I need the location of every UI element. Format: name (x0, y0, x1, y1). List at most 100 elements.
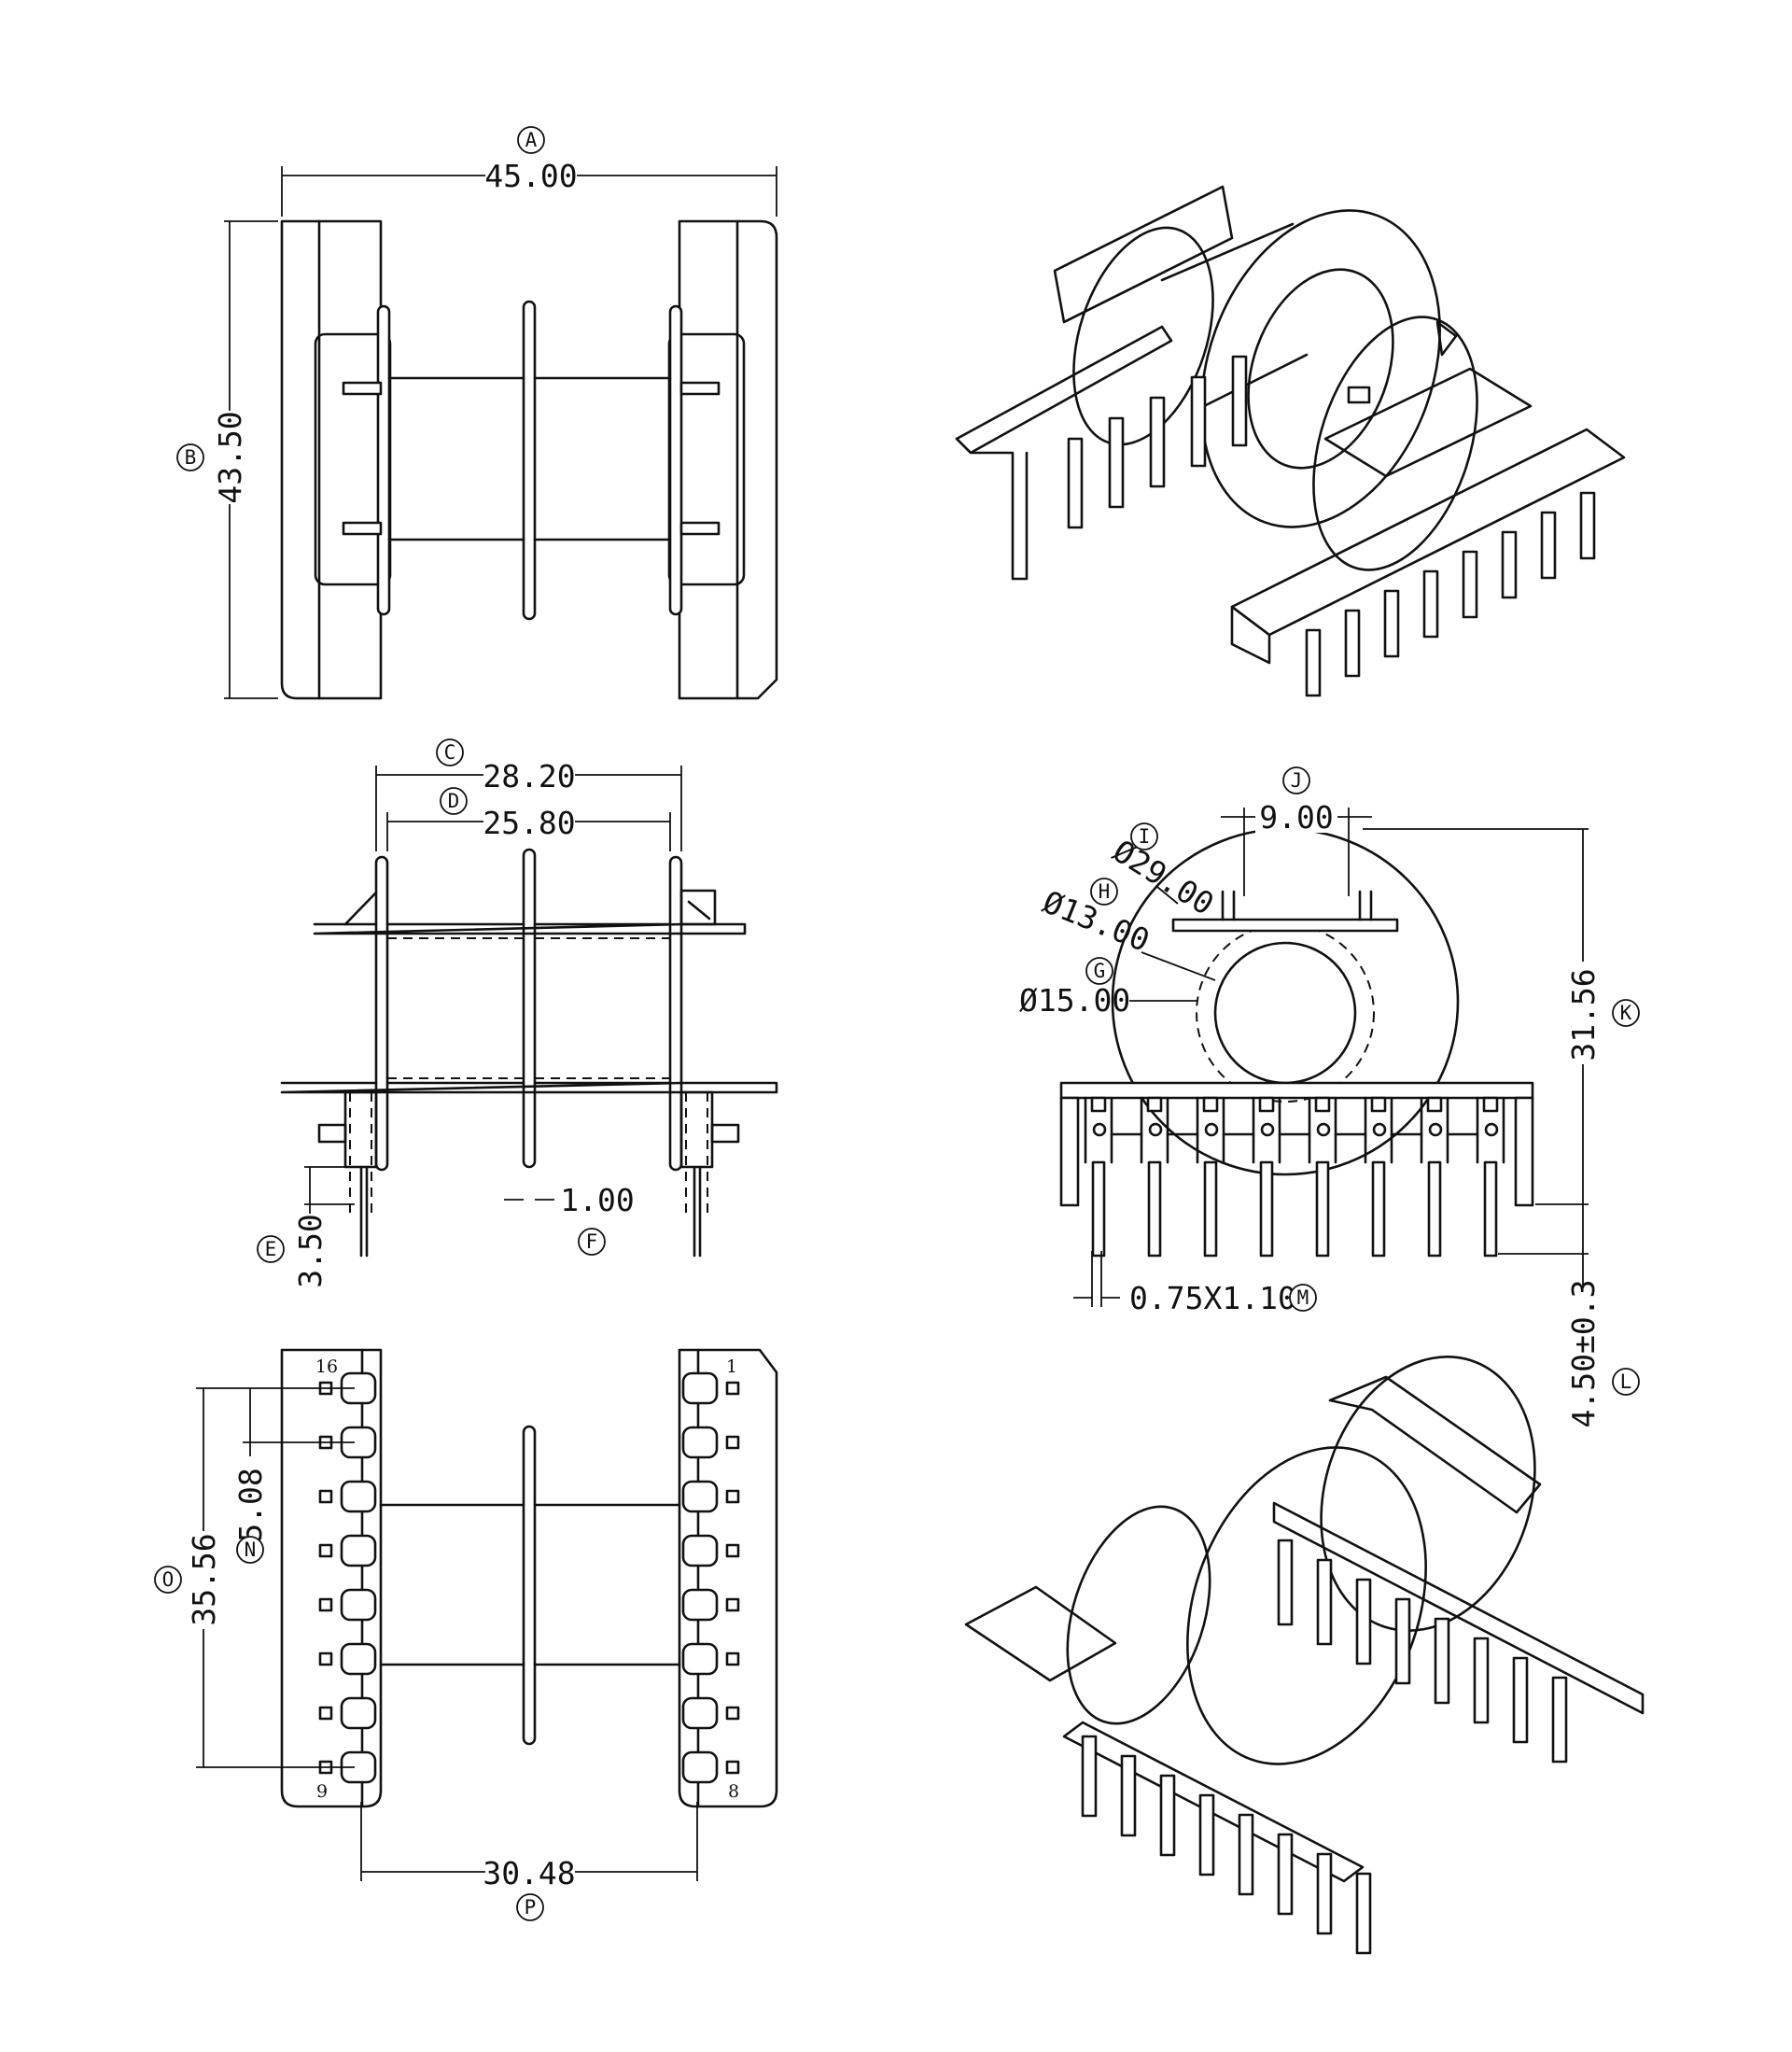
pin-hole (318, 1706, 333, 1721)
pin-hole (1372, 1122, 1387, 1137)
iso-pin (1067, 437, 1084, 529)
top-view: 45.00 A 43.50 B (176, 126, 778, 700)
dim-i-value: Ø29.00 (1107, 833, 1221, 922)
iso-pin (1579, 491, 1596, 560)
callout-k: K (1620, 1002, 1632, 1024)
pin-pad (340, 1642, 377, 1676)
pin-pad (681, 1480, 719, 1513)
pin-pad (340, 1696, 377, 1730)
pin-hole (725, 1760, 740, 1775)
iso-pins-top (1067, 355, 1596, 697)
pin-hole (725, 1706, 740, 1721)
pin-pad (340, 1588, 377, 1622)
iso-pin (1081, 1735, 1098, 1818)
callout-i: I (1139, 825, 1151, 848)
iso-pin (1540, 511, 1557, 580)
iso-pin (1198, 1793, 1215, 1876)
iso-pin (1120, 1754, 1137, 1837)
pin-hole (725, 1435, 740, 1450)
pin-leg (1259, 1160, 1274, 1258)
pin-pad (681, 1696, 719, 1730)
pin-hole (725, 1597, 740, 1612)
iso-pin (1316, 1852, 1333, 1935)
iso-pin (1238, 1813, 1254, 1896)
callout-l: L (1620, 1370, 1632, 1393)
pin-notch (1426, 1096, 1443, 1113)
iso-pins-bottom (1081, 1539, 1568, 1955)
callout-e: E (265, 1238, 277, 1260)
dim-b-value: 43.50 (212, 411, 248, 503)
side-pins (1084, 1096, 1505, 1258)
pin-hole (318, 1651, 333, 1666)
pin-leg (1483, 1160, 1498, 1258)
dim-d-value: 25.80 (483, 805, 575, 841)
callout-d: D (448, 790, 460, 812)
pin-hole (318, 1489, 333, 1504)
isometric-view-bottom (964, 1356, 1645, 1955)
callout-p: P (525, 1896, 537, 1918)
pin-pad (681, 1426, 719, 1459)
pin-notch (1258, 1096, 1275, 1113)
pin-body (1252, 1096, 1281, 1164)
pin-hole (1316, 1122, 1331, 1137)
iso-pin (1512, 1656, 1529, 1744)
pin-notch (1090, 1096, 1107, 1113)
pin-body (1364, 1096, 1393, 1164)
pin-hole (1148, 1122, 1163, 1137)
iso-pin (1277, 1833, 1294, 1916)
pin-label-8: 8 (728, 1781, 739, 1802)
dim-p-value: 30.48 (483, 1855, 575, 1891)
dim-l-value: 4.50±0.3 (1565, 1280, 1602, 1428)
dim-m-value: 0.75X1.10 (1129, 1280, 1296, 1316)
iso-pin (1305, 628, 1322, 697)
callout-o: O (162, 1568, 175, 1591)
pin-body (1140, 1096, 1169, 1164)
pin-hole (1092, 1122, 1107, 1137)
left-pin-pads (318, 1371, 377, 1784)
iso-pin (1159, 1774, 1176, 1857)
dim-e-value: 3.50 (292, 1214, 329, 1287)
pin-hole (318, 1543, 333, 1558)
isometric-view-top (955, 185, 1626, 697)
callout-g: G (1094, 960, 1106, 982)
dim-a-value: 45.00 (484, 158, 577, 194)
callout-f: F (586, 1230, 598, 1253)
front-view: 28.20 C 25.80 D 3.50 E 1.00 F (257, 738, 778, 1288)
side-view: 9.00 J Ø29.00 I Ø13.00 H Ø15.00 G 31.56 … (1019, 766, 1640, 1428)
iso-pin (1434, 1617, 1450, 1705)
pin-notch (1482, 1096, 1499, 1113)
dim-c-value: 28.20 (483, 758, 575, 794)
top-left-flange (280, 219, 383, 700)
right-pin-pads (681, 1371, 740, 1784)
iso-pin (1190, 375, 1207, 468)
iso-pin (1462, 550, 1478, 619)
pin-hole (725, 1489, 740, 1504)
dim-g-value: Ø15.00 (1019, 982, 1130, 1019)
dim-j-value: 9.00 (1259, 799, 1333, 836)
pin-pad (681, 1588, 719, 1622)
iso-pin (1108, 416, 1125, 509)
callout-a: A (525, 129, 538, 151)
bottom-view: 16 1 9 8 35.56 O 5.08 N 30.48 P (154, 1348, 778, 1921)
pin-label-1: 1 (726, 1356, 737, 1377)
pin-notch (1146, 1096, 1163, 1113)
pin-pad (340, 1534, 377, 1567)
pin-label-9: 9 (316, 1781, 328, 1802)
pin-leg (1091, 1160, 1106, 1258)
pin-notch (1314, 1096, 1331, 1113)
pin-hole (725, 1543, 740, 1558)
bottom-left-rail (280, 1348, 383, 1808)
pin-label-16: 16 (315, 1356, 338, 1377)
pin-hole (1484, 1122, 1499, 1137)
pin-pad (681, 1371, 719, 1405)
pin-hole (1260, 1122, 1275, 1137)
callout-m: M (1297, 1286, 1309, 1309)
dim-n-value: 5.08 (232, 1468, 269, 1541)
dim-f-value: 1.00 (560, 1182, 634, 1218)
iso-pin (1501, 530, 1518, 599)
iso-pin (1422, 569, 1439, 639)
pin-body (1308, 1096, 1337, 1164)
pin-body (1084, 1096, 1113, 1164)
pin-leg (1371, 1160, 1386, 1258)
pin-body (1196, 1096, 1225, 1164)
